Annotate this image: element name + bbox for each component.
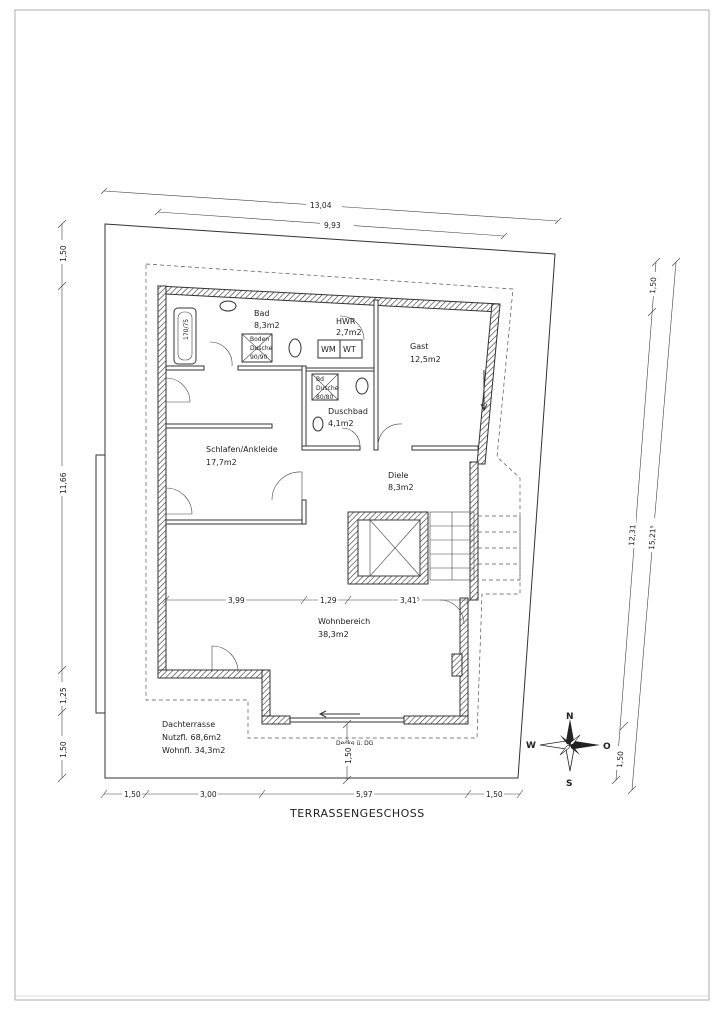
- summary-line-1: Dachterrasse: [162, 720, 215, 729]
- dim-inner-3: 3,41⁵: [400, 596, 420, 605]
- shower2-label-c: 80/80: [316, 394, 333, 401]
- plan-title: TERRASSENGESCHOSS: [289, 807, 425, 820]
- dim-center-small: 1,50: [344, 747, 353, 764]
- room-bad-area: 8,3m2: [254, 321, 280, 330]
- dim-left-top: 1,50: [59, 245, 68, 262]
- room-schlafen-area: 17,7m2: [206, 458, 237, 467]
- compass-icon: N S W O: [526, 712, 611, 789]
- bathtub-icon: [173, 307, 197, 365]
- toilet2-icon: [355, 377, 369, 395]
- summary-line-3: Wohnfl. 34,3m2: [162, 746, 225, 755]
- dim-right-bot: 1,50: [615, 751, 625, 769]
- ceiling-note: Decke ü. DG: [336, 740, 374, 747]
- dim-bottom-3: 5,97: [356, 790, 373, 799]
- wt-label: WT: [343, 345, 356, 354]
- bathtub-label: 170/75: [183, 319, 190, 340]
- room-wohnbereich-area: 38,3m2: [318, 630, 349, 639]
- shower2-label-b: Dusche: [316, 385, 339, 392]
- area-summary: Dachterrasse Nutzfl. 68,6m2 Wohnfl. 34,3…: [162, 720, 225, 755]
- room-duschbad-name: Duschbad: [328, 407, 368, 416]
- room-duschbad-area: 4,1m2: [328, 419, 354, 428]
- windows: [318, 370, 488, 718]
- dim-right-top: 1,50: [648, 277, 658, 295]
- room-gast-area: 12,5m2: [410, 355, 441, 364]
- dim-left-mid: 11,66: [59, 472, 68, 494]
- dim-right-a: 12,31: [627, 524, 637, 546]
- dim-top-inner: 9,93: [324, 221, 341, 230]
- dim-inner-2: 1,29: [320, 596, 337, 605]
- room-hwr-area: 2,7m2: [336, 328, 362, 337]
- wm-label: WM: [321, 345, 336, 354]
- room-gast-name: Gast: [410, 342, 428, 351]
- terrace-outline: [104, 223, 556, 779]
- room-hwr-name: HWR: [336, 317, 356, 326]
- dim-left-bot: 1,50: [59, 741, 68, 758]
- shower1-label-c: 90/90: [250, 354, 267, 361]
- room-schlafen-name: Schlafen/Ankleide: [206, 445, 278, 454]
- shower-icon: [241, 333, 273, 363]
- room-labels: Bad 8,3m2 HWR 2,7m2 Gast 12,5m2 Duschbad…: [206, 309, 441, 747]
- compass-s: S: [566, 779, 572, 789]
- room-bad-name: Bad: [254, 309, 269, 318]
- wt-box: [339, 339, 363, 359]
- dim-bottom-1: 1,50: [124, 790, 141, 799]
- compass-o: O: [603, 742, 611, 752]
- facade-strip: [95, 454, 105, 714]
- dimension-lines: 13,04 9,93 1,50 11,66 1,25 1,50 1,50 3,0…: [56, 187, 681, 799]
- compass-n: N: [566, 712, 574, 722]
- dim-bottom-2: 3,00: [200, 790, 217, 799]
- fixtures: 170/75 Boden Dusche 90/90 WM WT Bd Dusch…: [173, 300, 369, 432]
- dim-inner-1: 3,99: [228, 596, 245, 605]
- staircase: [429, 511, 521, 581]
- compass-w: W: [526, 741, 536, 751]
- shower2-icon: [311, 373, 339, 401]
- shower2-label-a: Bd: [316, 376, 324, 383]
- washbasin-icon: [219, 300, 237, 312]
- washbasin2-icon: [312, 416, 324, 432]
- dim-right-b: 15,21⁵: [647, 525, 658, 550]
- shower1-label-a: Boden: [250, 336, 269, 343]
- room-diele-name: Diele: [388, 471, 409, 480]
- roof-edge-dashed: [145, 263, 521, 739]
- toilet-icon: [288, 338, 302, 358]
- dim-bottom-4: 1,50: [486, 790, 503, 799]
- dim-left-low: 1,25: [59, 687, 68, 704]
- summary-line-2: Nutzfl. 68,6m2: [162, 733, 221, 742]
- shower1-label-b: Dusche: [250, 345, 273, 352]
- walls: [156, 285, 501, 725]
- sheet-frame: [14, 9, 710, 1001]
- room-diele-area: 8,3m2: [388, 483, 414, 492]
- doors: [165, 315, 465, 673]
- dim-top-total: 13,04: [310, 201, 332, 210]
- room-wohnbereich-name: Wohnbereich: [318, 617, 370, 626]
